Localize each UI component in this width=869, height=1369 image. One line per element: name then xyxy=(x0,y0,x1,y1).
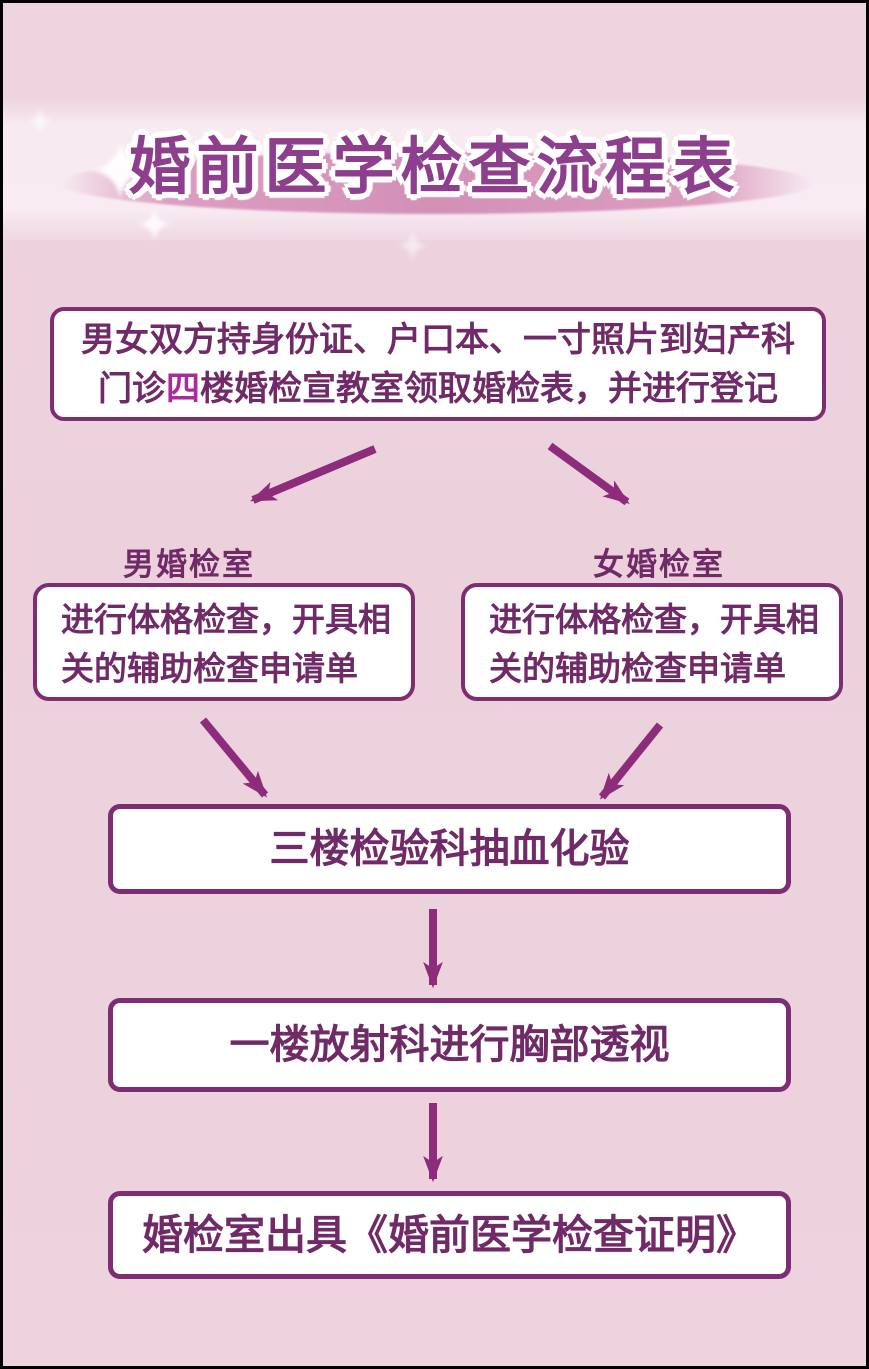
radiology-step-box: 一楼放射科进行胸部透视 xyxy=(108,998,791,1092)
intro-line2-prefix: 门诊 xyxy=(98,370,166,408)
male-room-box: 进行体格检查，开具相 关的辅助检查申请单 xyxy=(33,583,415,701)
arrow-female-room-to-lab xyxy=(598,722,664,800)
arrow-intro-to-male-room xyxy=(249,445,377,504)
poster-title: 婚前医学检查流程表 xyxy=(128,133,741,202)
sparkle-icon: ✦ xyxy=(85,125,156,219)
sparkle-icon: ✦ xyxy=(25,101,56,142)
female-room-label: 女婚检室 xyxy=(593,547,725,582)
banner-ellipse-decoration xyxy=(61,152,813,214)
male-room-line2: 关的辅助检查申请单 xyxy=(61,650,358,687)
arrow-male-room-to-lab xyxy=(199,717,269,798)
lab-step-box: 三楼检验科抽血化验 xyxy=(108,804,791,894)
male-room-line1: 进行体格检查，开具相 xyxy=(61,601,391,638)
title-banner: ✦ ✦ ✦ ✦ 婚前医学检查流程表 xyxy=(3,100,866,268)
female-room-box: 进行体格检查，开具相 关的辅助检查申请单 xyxy=(461,583,843,701)
certificate-step-box: 婚检室出具《婚前医学检查证明》 xyxy=(108,1191,791,1279)
step-intro-box: 男女双方持身份证、户口本、一寸照片到妇产科 门诊四楼婚检宣教室领取婚检表，并进行… xyxy=(50,307,826,421)
intro-line2: 门诊四楼婚检宣教室领取婚检表，并进行登记 xyxy=(54,365,822,414)
intro-line2-suffix: 楼婚检宣教室领取婚检表，并进行登记 xyxy=(200,370,778,408)
arrow-intro-to-female-room xyxy=(547,442,630,506)
sparkle-icon: ✦ xyxy=(395,223,431,270)
male-room-label: 男婚检室 xyxy=(123,547,255,582)
sparkle-icon: ✦ xyxy=(135,199,174,251)
female-room-line2: 关的辅助检查申请单 xyxy=(489,650,786,687)
intro-floor-highlight: 四 xyxy=(166,370,200,408)
intro-line1: 男女双方持身份证、户口本、一寸照片到妇产科 xyxy=(81,321,795,359)
female-room-line1: 进行体格检查，开具相 xyxy=(489,601,819,638)
